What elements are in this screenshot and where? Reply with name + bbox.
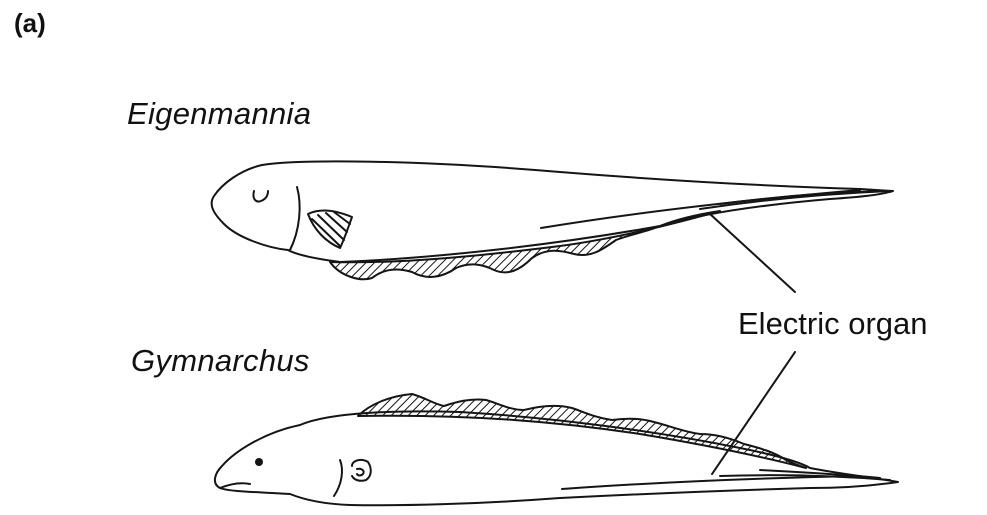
- gymnarchus-dorsal-fin: [358, 394, 806, 468]
- gymnarchus-gill: [334, 460, 342, 496]
- gymnarchus-eye: [256, 459, 262, 465]
- gymnarchus-pectoral-fin: [352, 460, 371, 481]
- gymnarchus-mouth: [220, 483, 250, 488]
- eigenmannia-tail-lines: [700, 191, 890, 209]
- callout-line-eigenmannia: [710, 214, 795, 292]
- eigenmannia-anal-fin: [330, 211, 720, 279]
- eigenmannia-fish: [212, 161, 893, 279]
- gymnarchus-body-outline: [215, 411, 898, 505]
- eigenmannia-fin-rays: [312, 212, 350, 246]
- gymnarchus-pectoral-fin-ray: [357, 469, 364, 476]
- eigenmannia-eye: [253, 191, 268, 202]
- eigenmannia-gill: [290, 187, 300, 250]
- gymnarchus-fish: [215, 394, 898, 505]
